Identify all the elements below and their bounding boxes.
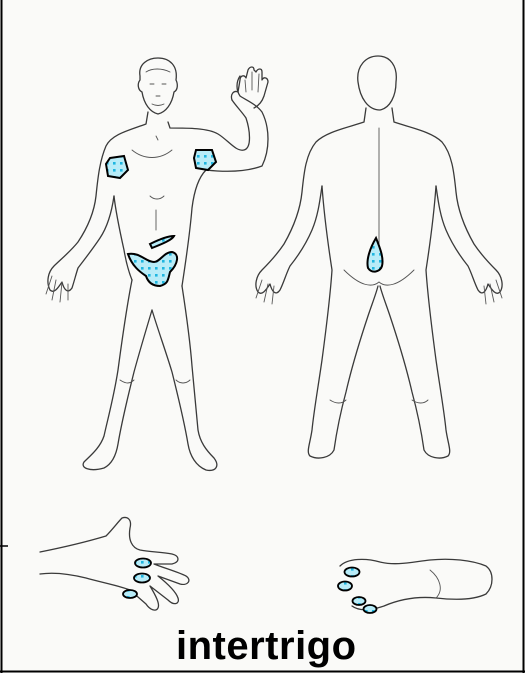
lesion-finger-web-2 (134, 574, 150, 583)
lesion-finger-web-3 (123, 590, 137, 598)
diagram-caption: intertrigo (176, 623, 357, 669)
lesion-toe-web-2 (338, 582, 352, 591)
lesion-finger-web-1 (135, 559, 151, 568)
lesion-toe-web-3 (353, 597, 366, 605)
lesion-gluteal-cleft (367, 238, 382, 272)
lesion-toe-web-1 (345, 568, 360, 577)
lesion-lower-abdomen-fold (150, 236, 174, 248)
lesion-left-axilla (194, 150, 216, 170)
lesion-right-axilla (106, 156, 128, 178)
lesion-groin (128, 252, 177, 286)
hand-dorsal-figure (40, 517, 189, 610)
lesion-toe-web-4 (364, 605, 377, 613)
